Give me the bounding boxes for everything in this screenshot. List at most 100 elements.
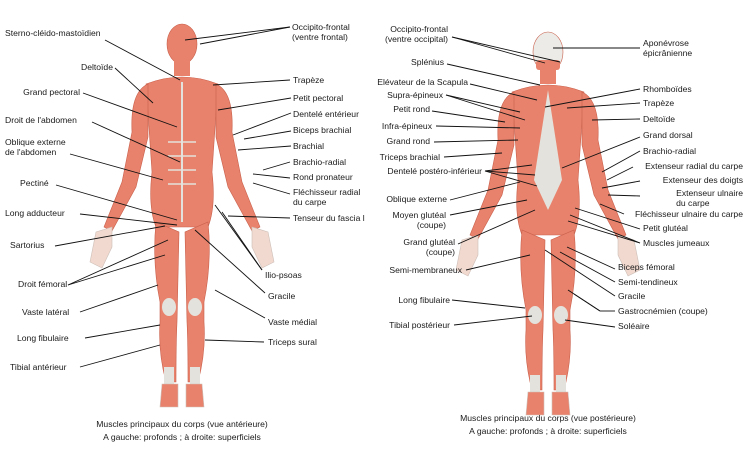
- posterior-leader-line: [544, 249, 616, 297]
- anterior-label: Ilio-psoas: [265, 270, 302, 280]
- posterior-label: Infra-épineux: [381, 121, 432, 131]
- posterior-leader-line: [569, 214, 641, 244]
- posterior-label: Fléchisseur ulnaire du carpe: [635, 209, 743, 219]
- posterior-leader-line: [469, 83, 538, 101]
- posterior-label: Oblique externe: [386, 194, 447, 204]
- posterior-leader-line: [446, 63, 541, 86]
- anterior-label: Vaste médial: [268, 317, 318, 327]
- anterior-label: Grand pectoral: [23, 87, 80, 97]
- anterior-label: Brachio-radial: [293, 157, 347, 167]
- anterior-leader-line: [114, 67, 154, 104]
- posterior-label: Gracile: [618, 291, 646, 301]
- posterior-leader-line: [451, 36, 561, 63]
- posterior-label: Dentelé postéro-inférieur: [387, 166, 482, 176]
- anterior-leader-line: [84, 324, 161, 339]
- posterior-leader-line: [567, 220, 641, 244]
- anterior-leader-line: [54, 225, 166, 247]
- posterior-label: Elévateur de la Scapula: [377, 77, 468, 87]
- posterior-leader-line: [433, 139, 519, 143]
- anterior-label: Gracile: [268, 291, 296, 301]
- posterior-leader-line: [559, 251, 616, 283]
- anterior-leader-line: [91, 121, 181, 163]
- posterior-label: Extenseur radial du carpe: [645, 161, 743, 171]
- posterior-leader-line: [607, 194, 641, 197]
- posterior-leader-line: [465, 254, 531, 271]
- anterior-label: Oblique externe de l'abdomen: [5, 137, 66, 157]
- anterior-leader-line: [212, 79, 291, 86]
- anterior-label: Triceps sural: [268, 337, 317, 347]
- anterior-arm: [103, 83, 149, 232]
- anterior-label: Long fibulaire: [17, 333, 69, 343]
- posterior-leader-line: [435, 125, 521, 129]
- posterior-ankle-tendon: [530, 375, 540, 395]
- anterior-caption-line1: Muscles principaux du corps (vue antérie…: [96, 419, 268, 429]
- anterior-label: Petit pectoral: [293, 93, 344, 103]
- posterior-caption-line2: A gauche: profonds ; à droite: superfici…: [469, 426, 627, 436]
- anterior-leader-line: [237, 145, 292, 151]
- posterior-label: Trapèze: [643, 98, 675, 108]
- posterior-foot: [525, 391, 545, 416]
- anterior-leader-line: [243, 130, 292, 140]
- anterior-label: Biceps brachial: [293, 125, 352, 135]
- posterior-arm: [469, 91, 515, 240]
- anterior-label: Brachial: [293, 141, 325, 151]
- posterior-leader-line: [449, 199, 528, 216]
- posterior-label: Extenseur des doigts: [662, 175, 743, 185]
- posterior-midline: [534, 90, 562, 210]
- anterior-ankle-tendon: [164, 367, 174, 387]
- posterior-label: Petit glutéal: [643, 223, 688, 233]
- posterior-leader-line: [457, 209, 536, 245]
- anterior-knee: [188, 298, 202, 316]
- posterior-label: Semi-membraneux: [389, 265, 462, 275]
- posterior-neck: [540, 68, 556, 84]
- anterior-arm: [215, 83, 261, 232]
- anterior-leader-line: [194, 229, 266, 294]
- anterior-label: Droit fémoral: [18, 279, 68, 289]
- posterior-leader-line: [544, 88, 641, 108]
- anterior-leader-line: [82, 92, 178, 128]
- anterior-foot: [159, 383, 179, 408]
- posterior-label: Rhomboïdes: [643, 84, 692, 94]
- anterior-label: Sartorius: [10, 240, 45, 250]
- posterior-label: Grand rond: [386, 136, 430, 146]
- posterior-leader-line: [451, 36, 546, 64]
- posterior-leader-line: [574, 207, 641, 230]
- posterior-arm: [581, 91, 627, 240]
- posterior-leader-line: [484, 170, 538, 187]
- anterior-leader-line: [79, 284, 159, 313]
- anterior-hand: [251, 226, 275, 269]
- posterior-label: Petit rond: [393, 104, 430, 114]
- anterior-label: Droit de l'abdomen: [5, 115, 77, 125]
- anterior-leader-line: [221, 211, 263, 271]
- posterior-leader-line: [453, 315, 533, 326]
- anterior-label: Pectiné: [20, 178, 49, 188]
- posterior-label: Aponévrose épicrânienne: [643, 38, 693, 58]
- anterior-leader-line: [252, 182, 291, 195]
- anterior-leader-line: [232, 112, 292, 136]
- posterior-label: Biceps fémoral: [618, 262, 675, 272]
- posterior-label: Triceps brachial: [379, 152, 440, 162]
- posterior-leader-line: [564, 319, 616, 328]
- posterior-label: Muscles jumeaux: [643, 238, 710, 248]
- anterior-midline: [181, 82, 183, 222]
- posterior-label: Semi-tendineux: [618, 277, 678, 287]
- posterior-label: Supra-épineux: [387, 90, 443, 100]
- posterior-label: Tibial postérieur: [389, 320, 450, 330]
- posterior-label: Extenseur ulnaire du carpe: [676, 188, 743, 208]
- anterior-leader-line: [55, 184, 178, 221]
- posterior-label: Grand dorsal: [643, 130, 693, 140]
- anterior-leader-line: [204, 339, 265, 343]
- anterior-label: Trapèze: [293, 75, 325, 85]
- posterior-label: Brachio-radial: [643, 146, 697, 156]
- posterior-leader-line: [573, 293, 601, 312]
- posterior-hand: [455, 234, 479, 277]
- posterior-leader-line: [449, 181, 521, 201]
- anterior-hand: [89, 226, 113, 269]
- posterior-leader-line: [601, 150, 641, 173]
- anterior-leader-line: [67, 254, 166, 286]
- posterior-label: Deltoïde: [643, 114, 676, 124]
- anterior-leader-line: [69, 153, 164, 181]
- anterior-label: Occipito-frontal (ventre frontal): [292, 22, 350, 42]
- anterior-leader-line: [214, 289, 266, 319]
